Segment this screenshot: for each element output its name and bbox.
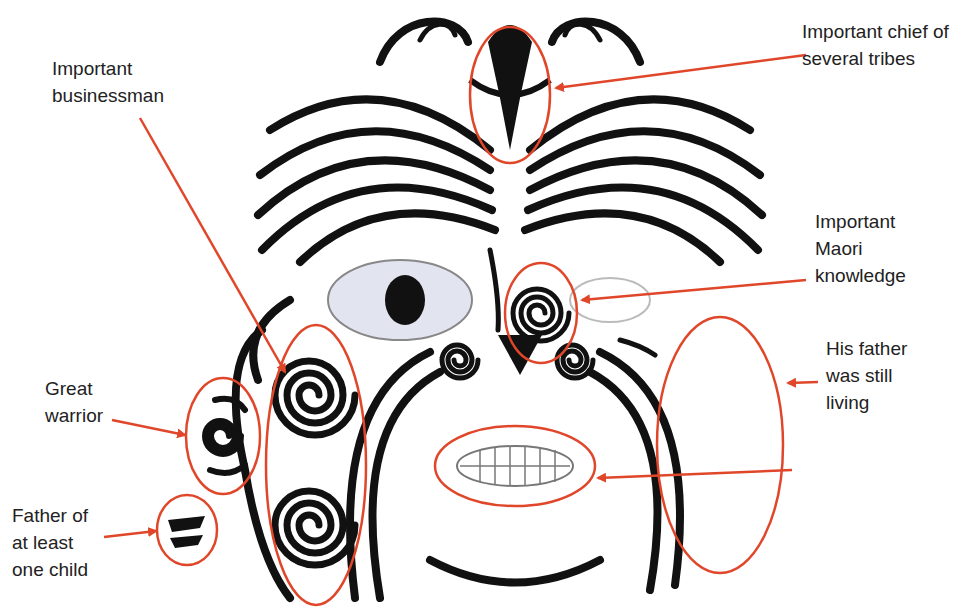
tooth-line [460,465,570,467]
callout-ellipse [157,495,217,565]
callout-label: Important Maori knowledge [815,208,927,289]
brow-band [530,131,760,175]
callout-label: Father of at least one child [12,502,104,583]
jaw-band [620,340,655,355]
brow-band [525,213,720,262]
nose-spiral [513,289,569,341]
child-mark [168,516,205,532]
callout-ellipse [505,263,577,363]
tattoo-lines [236,22,762,598]
callout-label: Important businessman [52,55,180,109]
leader-arrow [112,420,185,435]
callout-ellipses [157,27,783,605]
brow-band [530,99,750,150]
leader-arrow [104,531,156,537]
left-eye [328,260,472,340]
leader-arrows [104,55,818,537]
forehead-curl [380,22,468,62]
callout-ellipse [657,317,783,573]
lip-spiral [557,345,593,378]
brow-band [260,131,490,175]
warrior-spiral [205,421,241,454]
nose-line [490,250,498,330]
callout-ellipse [435,426,595,506]
leader-arrow [598,470,792,478]
jaw-band [600,352,680,585]
leader-arrow [788,382,818,383]
cheek-spiral [275,361,355,435]
leader-arrow [140,118,285,372]
callout-ellipse [470,27,550,163]
forehead-mark [488,25,532,150]
child-mark [170,535,203,548]
lip-spiral [442,345,478,378]
cheek-spiral [275,491,355,565]
brow-band [300,213,495,262]
warrior-mark [215,399,245,410]
leader-arrow [582,280,806,300]
forehead-curl [552,22,640,62]
teeth [460,446,570,486]
jaw-band [350,352,430,598]
forehead-curl [565,24,600,40]
brow-band [270,99,490,150]
callout-label: Important chief of several tribes [802,18,962,72]
mouth [457,446,573,486]
pupil [385,275,425,325]
chin-band [430,560,600,583]
warrior-mark [210,465,245,473]
callout-label: Great warrior [45,375,127,429]
forehead-curl [420,24,455,40]
callout-label: His father was still living [826,335,938,416]
leader-arrow [556,55,806,88]
forehead-mark [470,80,550,95]
callout-ellipse [186,378,260,494]
